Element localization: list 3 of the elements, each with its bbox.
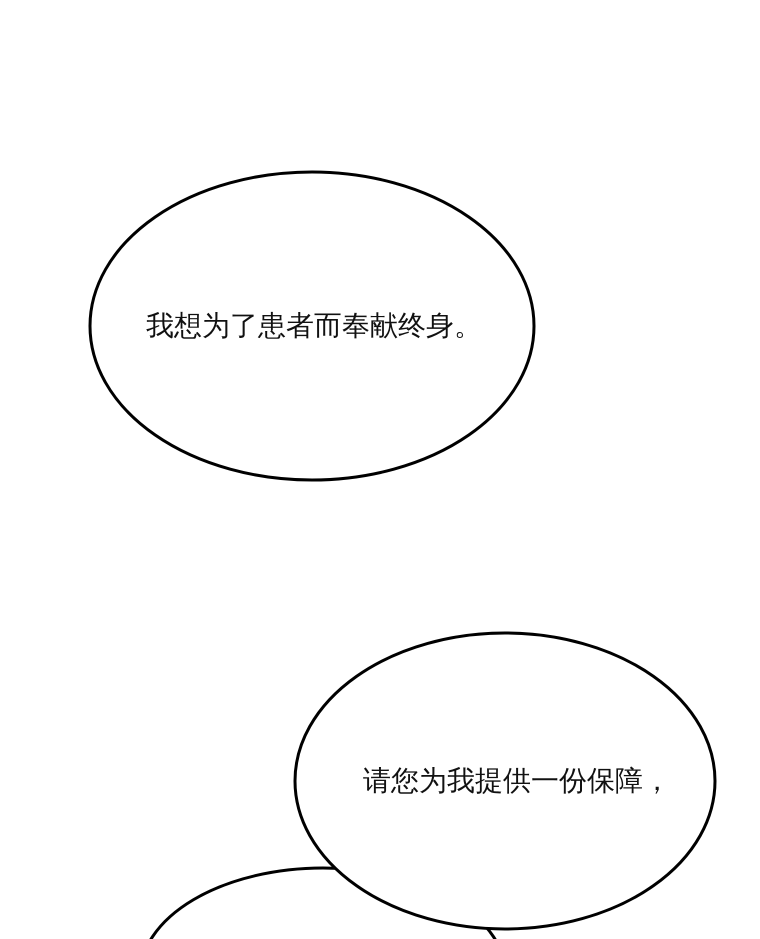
dialogue-text: 请您为我提供一份保障，	[363, 763, 671, 799]
speech-bubble	[88, 170, 536, 482]
dialogue-text: 我想为了患者而奉献终身。	[146, 308, 482, 344]
